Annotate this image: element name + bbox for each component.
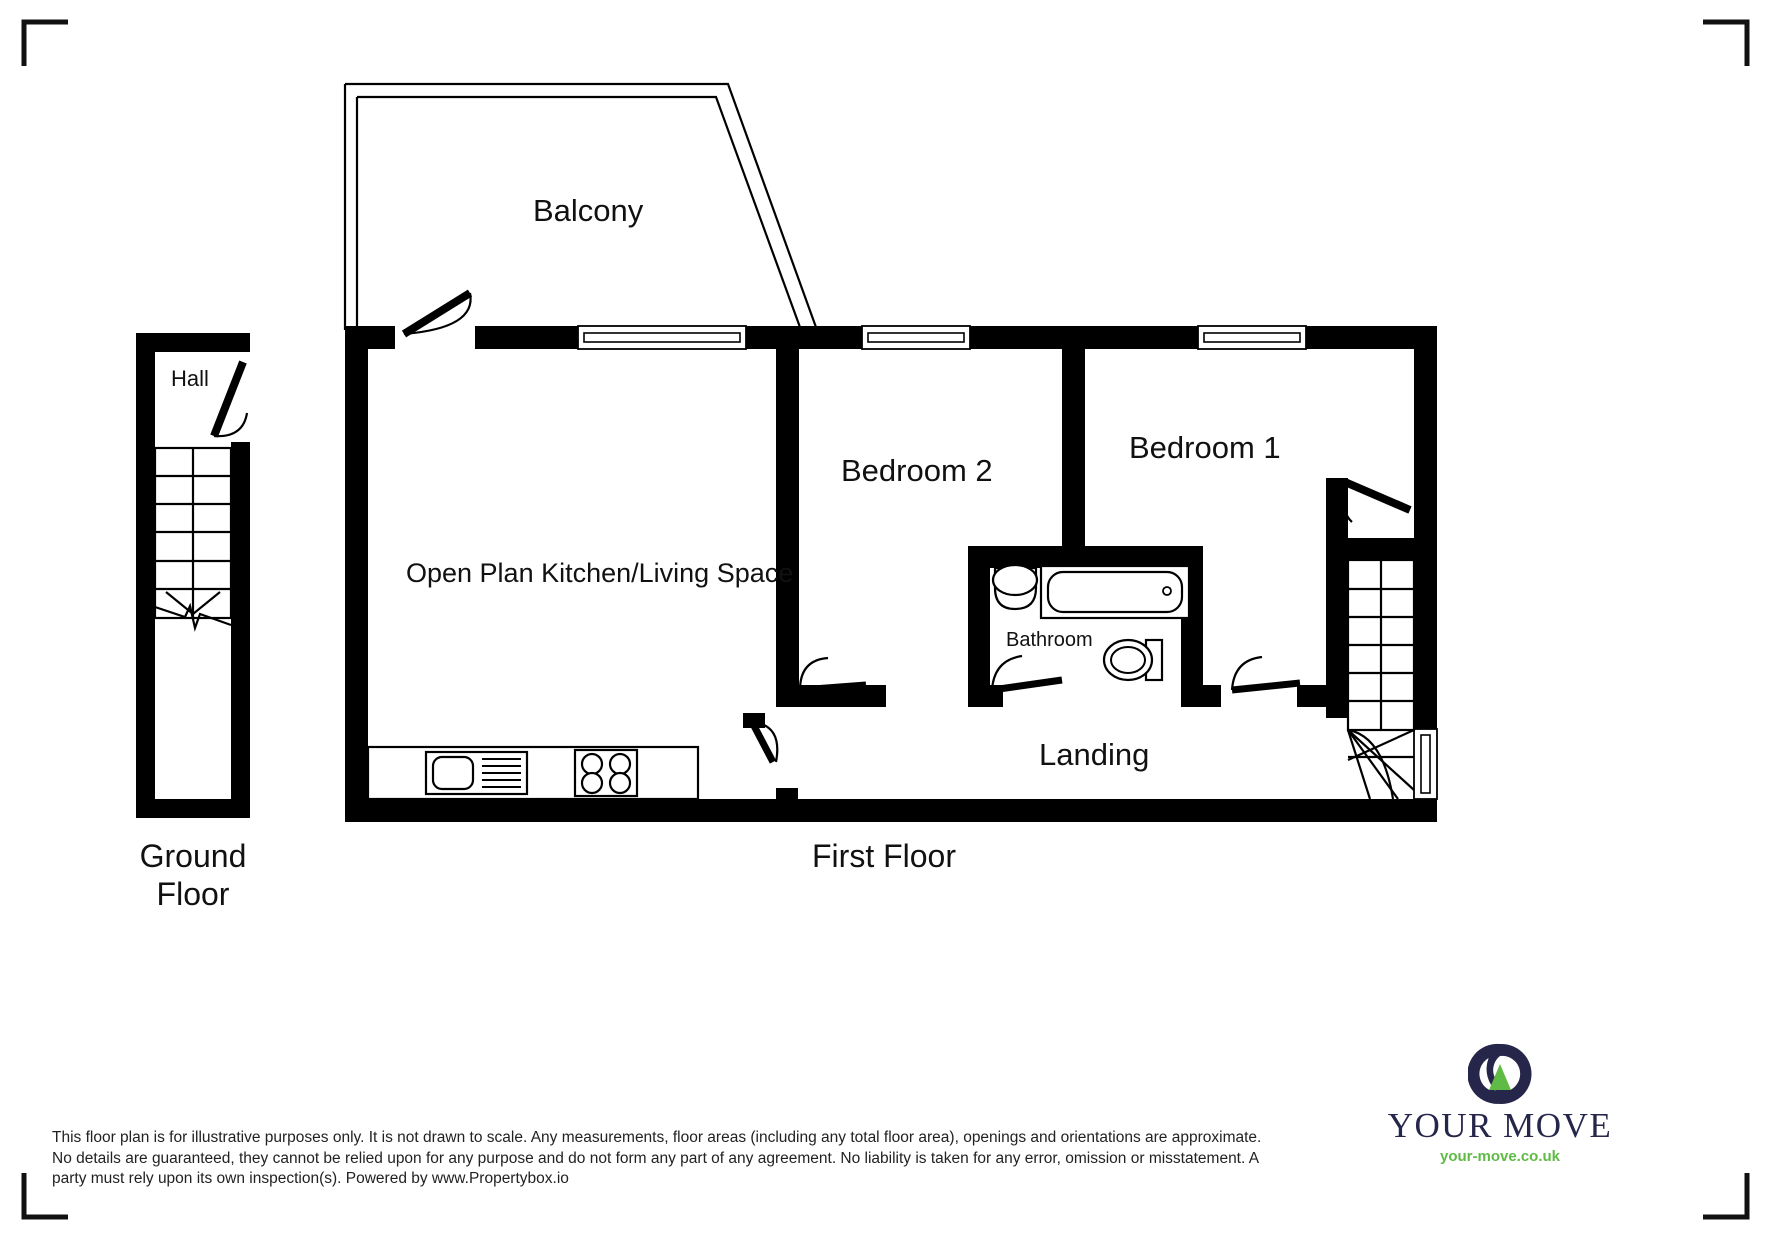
kitchen-worktop [366, 745, 700, 801]
floor-title-ground-line2: Floor [156, 875, 230, 912]
door-bathroom [990, 654, 1063, 694]
wall-stub-kitchen-landing-2 [776, 788, 798, 822]
window-kitchen [577, 325, 747, 350]
agency-logo: YOUR MOVE your-move.co.uk [1330, 1042, 1670, 1172]
window-staircase [1413, 728, 1438, 800]
wall-bathroom-top [968, 546, 1203, 568]
floor-title-ground: Ground Floor [113, 838, 273, 914]
bath [1039, 564, 1191, 620]
wall-stair-enclosure-left [1326, 478, 1348, 718]
room-label-hall: Hall [171, 366, 209, 391]
room-label-bedroom-2: Bedroom 2 [841, 453, 993, 488]
disclaimer-text: This floor plan is for illustrative purp… [52, 1129, 1262, 1188]
wash-basin [991, 563, 1039, 611]
your-move-circle-arrow-icon [1468, 1043, 1532, 1104]
wall-stair-enclosure-top [1326, 478, 1348, 500]
room-label-bathroom: Bathroom [1006, 629, 1093, 651]
floor-title-first: First Floor [812, 838, 956, 874]
first-floor-staircase [1346, 558, 1416, 800]
kitchen-sink [424, 750, 529, 796]
room-label-bedroom-1: Bedroom 1 [1129, 430, 1281, 465]
crop-corner-marks [21, 19, 1750, 1220]
hall-entrance-door [210, 360, 249, 438]
room-label-landing: Landing [1039, 737, 1150, 772]
door-kitchen-landing [748, 720, 779, 764]
wall-bedroom2-bedroom1 [1062, 326, 1085, 556]
room-label-balcony: Balcony [533, 193, 644, 228]
room-label-open-plan: Open Plan Kitchen/Living Space [406, 558, 794, 588]
toilet [1102, 638, 1164, 682]
wall-kitchen-bedroom2 [776, 326, 799, 707]
window-bedroom-1 [1197, 325, 1307, 350]
floor-title-ground-line1: Ground [139, 838, 247, 874]
wall-stair-landing-divider [1326, 538, 1414, 560]
door-bedroom-2 [798, 656, 867, 694]
logo-url: your-move.co.uk [1439, 1147, 1561, 1165]
balcony-door [395, 289, 475, 349]
logo-wordmark: YOUR MOVE [1387, 1106, 1613, 1145]
wall-bathroom-left [968, 546, 990, 707]
kitchen-hob [573, 748, 639, 798]
wall-landing-top-right [1181, 685, 1221, 707]
first-floor-plan [343, 82, 1438, 822]
ground-staircase [153, 446, 233, 632]
door-bedroom-1 [1230, 655, 1301, 694]
balcony-outline [343, 82, 819, 331]
ground-floor-plan [136, 333, 250, 818]
window-bedroom-2 [861, 325, 971, 350]
door-stair-top [1342, 478, 1412, 523]
